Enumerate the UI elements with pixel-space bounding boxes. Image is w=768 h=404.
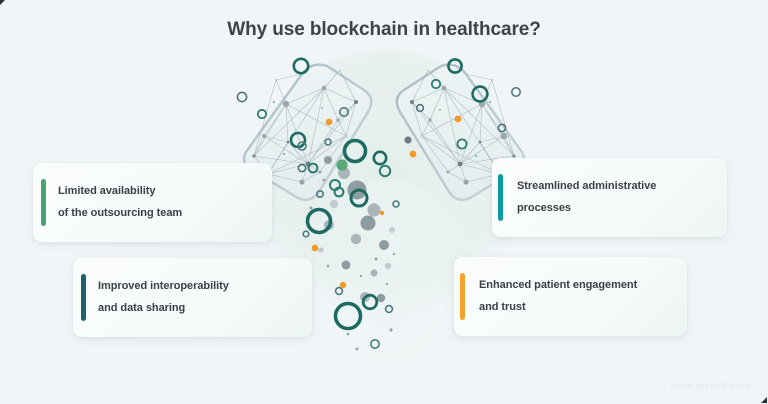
corner-mark-bottom-right [761, 397, 767, 403]
card-administrative[interactable]: Streamlined administrative processes [492, 158, 727, 237]
card-accent-bar-engagement [460, 273, 465, 320]
particle-stream [297, 138, 400, 351]
corner-mark-top-left [0, 0, 5, 5]
card-accent-bar-administrative [498, 174, 503, 221]
card-accent-bar-availability [41, 179, 46, 226]
card-text-availability: Limited availability of the outsourcing … [58, 185, 183, 219]
card-availability[interactable]: Limited availability of the outsourcing … [33, 163, 272, 242]
card-text-interoperability: Improved interoperability and data shari… [98, 280, 229, 314]
card-text-engagement: Enhanced patient engagement and trust [479, 279, 638, 313]
card-interoperability[interactable]: Improved interoperability and data shari… [73, 258, 312, 337]
page-title: Why use blockchain in healthcare? [227, 19, 541, 40]
card-text-administrative: Streamlined administrative processes [517, 180, 657, 214]
card-accent-bar-interoperability [81, 274, 86, 321]
site-watermark: www.apriorit.com [670, 381, 750, 392]
card-engagement[interactable]: Enhanced patient engagement and trust [454, 257, 687, 336]
